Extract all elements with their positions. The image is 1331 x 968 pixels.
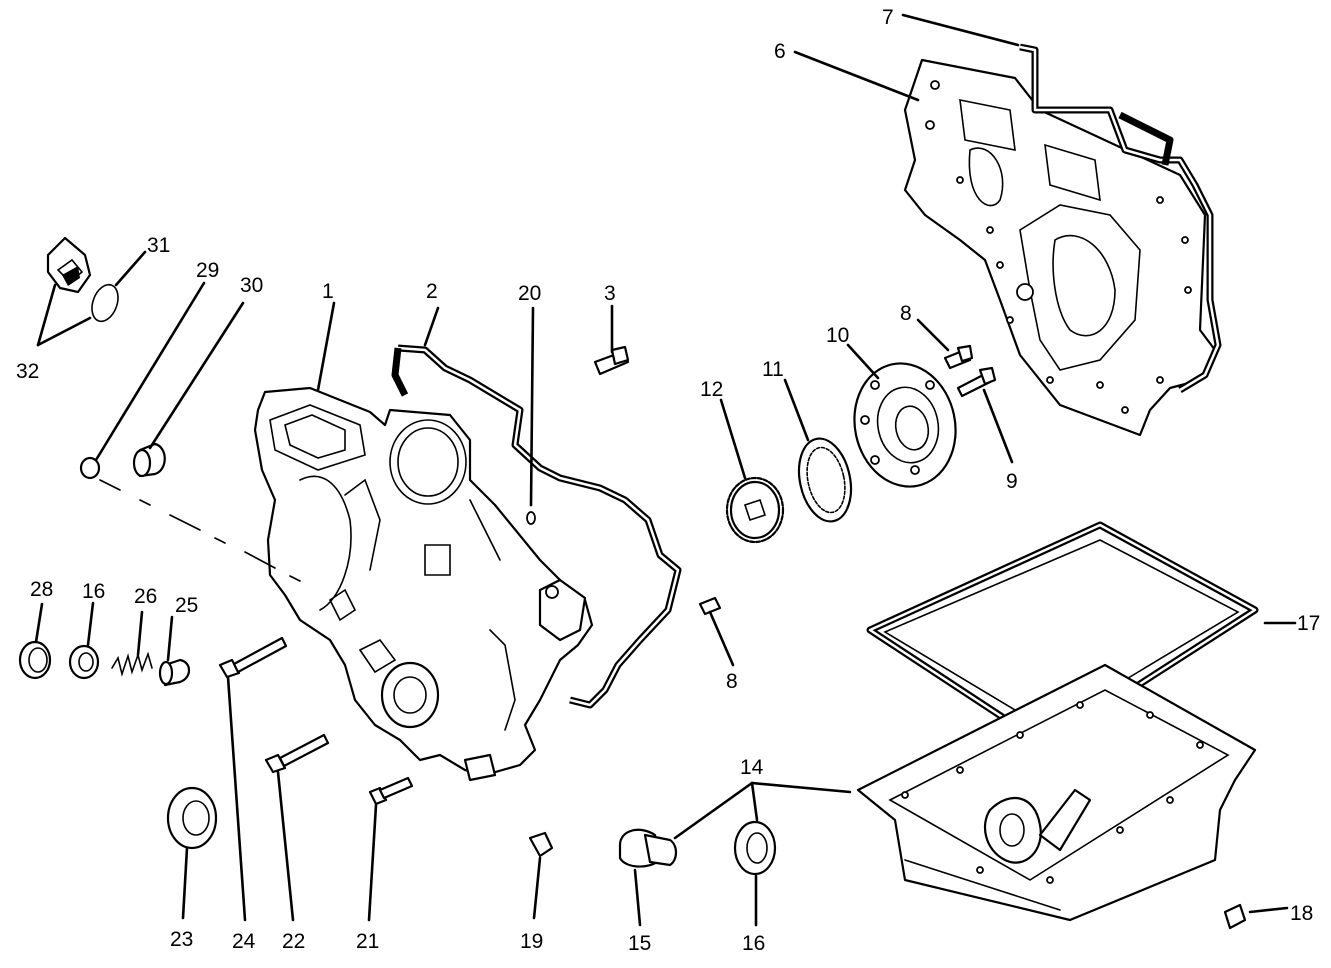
bushing-30 — [132, 442, 166, 478]
callout-6: 6 — [774, 40, 786, 63]
gear-housing-10 — [853, 362, 957, 488]
callout-32: 32 — [16, 360, 39, 383]
callout-26: 26 — [134, 585, 157, 608]
callout-20: 20 — [518, 282, 541, 305]
callout-11: 11 — [762, 358, 784, 381]
plunger-25 — [158, 658, 191, 687]
callout-23: 23 — [170, 928, 193, 951]
callout-10: 10 — [826, 324, 849, 347]
callout-7: 7 — [882, 6, 894, 29]
callout-17: 17 — [1297, 612, 1320, 635]
sprocket-12 — [725, 476, 785, 544]
bolt-8-upper — [943, 344, 974, 370]
callout-labels: 1 2 3 6 7 8 8 9 10 11 12 14 15 16 16 17 … — [16, 6, 1320, 955]
oil-pan-gasket-17 — [866, 521, 1259, 749]
bolt-9 — [956, 366, 997, 398]
callout-18: 18 — [1290, 902, 1313, 925]
oil-pan — [856, 663, 1257, 922]
seal-23 — [166, 786, 218, 850]
callout-19: 19 — [520, 930, 543, 953]
callout-12: 12 — [700, 378, 723, 401]
bolt-22 — [264, 733, 330, 774]
callout-31: 31 — [147, 234, 170, 257]
rear-plate — [903, 58, 1217, 437]
o-ring-20 — [526, 511, 536, 525]
centerline — [99, 479, 301, 582]
callout-1: 1 — [322, 280, 334, 303]
bolt-24 — [218, 636, 288, 679]
spring-26 — [111, 651, 153, 677]
nut-19 — [528, 831, 554, 858]
callout-8-upper: 8 — [900, 302, 912, 325]
callout-15: 15 — [628, 932, 651, 955]
o-ring-31 — [91, 283, 119, 323]
callout-16-right: 16 — [742, 932, 765, 955]
cap-28 — [18, 640, 52, 680]
ring-gear-11 — [797, 437, 853, 523]
front-cover-gasket — [391, 344, 682, 709]
callout-24: 24 — [232, 930, 256, 953]
callout-28: 28 — [30, 578, 53, 601]
bolt-21 — [368, 776, 414, 806]
callout-8-lower: 8 — [726, 670, 738, 693]
callout-2: 2 — [426, 280, 438, 303]
callout-3: 3 — [604, 282, 616, 305]
washer-16-right — [733, 820, 777, 876]
bushing-29 — [79, 456, 101, 480]
callout-9: 9 — [1006, 470, 1018, 493]
washer-16-left — [68, 644, 100, 680]
timing-gear-cover — [253, 386, 594, 782]
callout-22: 22 — [282, 930, 305, 953]
bolt-3 — [593, 345, 630, 376]
callout-30: 30 — [240, 274, 263, 297]
callout-14: 14 — [740, 756, 764, 779]
bolt-8-lower — [698, 596, 722, 616]
rear-plate-gasket — [1019, 43, 1222, 394]
leader-lines — [34, 13, 1297, 927]
filler-cap-32 — [46, 236, 92, 294]
callout-29: 29 — [196, 259, 219, 282]
callout-16-left: 16 — [82, 580, 105, 603]
drain-plug-15 — [618, 828, 678, 868]
callout-25: 25 — [175, 594, 198, 617]
bolt-18 — [1223, 903, 1247, 930]
callout-21: 21 — [356, 930, 379, 953]
